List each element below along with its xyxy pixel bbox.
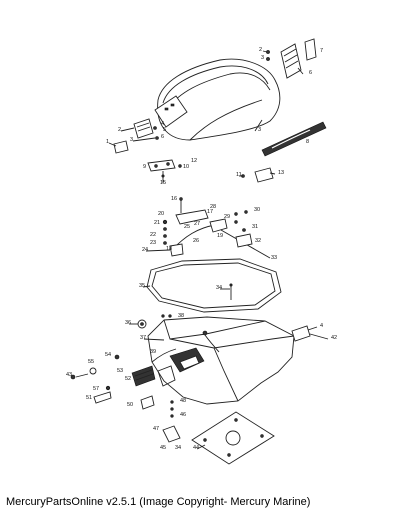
callout-6a: 6 xyxy=(161,134,164,140)
leader-lines xyxy=(108,50,318,450)
callout-48: 48 xyxy=(180,398,186,404)
callout-29: 29 xyxy=(224,214,230,220)
callout-6b: 6 xyxy=(309,70,312,76)
callout-32: 32 xyxy=(255,238,261,244)
callout-2b: 2 xyxy=(259,47,262,53)
callout-3a: 3 xyxy=(130,137,133,143)
callout-38: 38 xyxy=(178,313,184,319)
rear-vent-plate xyxy=(266,38,317,79)
callout-30: 30 xyxy=(254,207,260,213)
callout-2a: 2 xyxy=(118,127,121,133)
parts-diagram: 1234562376389101215111316281730202921273… xyxy=(66,38,337,465)
callout-4a: 4 xyxy=(161,121,164,127)
top-cowl xyxy=(154,58,281,141)
callout-23: 23 xyxy=(150,240,156,246)
callout-34b: 34 xyxy=(175,445,181,451)
front-vent-plate xyxy=(113,118,159,154)
callout-47: 47 xyxy=(153,426,159,432)
callout-55: 55 xyxy=(88,359,94,365)
callout-34: 34 xyxy=(216,285,222,291)
callout-52: 52 xyxy=(125,376,131,382)
callout-15: 15 xyxy=(160,180,166,186)
callout-16: 16 xyxy=(171,196,177,202)
callout-53: 53 xyxy=(117,368,123,374)
callout-20: 20 xyxy=(158,211,164,217)
latch-right xyxy=(241,167,274,183)
callout-9: 9 xyxy=(143,164,146,170)
callout-4b: 4 xyxy=(320,323,323,329)
callout-3b: 3 xyxy=(261,55,264,61)
callout-45: 45 xyxy=(160,445,166,451)
callout-12: 12 xyxy=(191,158,197,164)
bottom-cowl xyxy=(147,316,295,405)
callout-10: 10 xyxy=(183,164,189,170)
callout-7: 7 xyxy=(320,48,323,54)
callout-46: 46 xyxy=(180,412,186,418)
callout-1: 1 xyxy=(106,139,109,145)
callout-5a: 5 xyxy=(163,127,166,133)
callout-22: 22 xyxy=(150,232,156,238)
callout-36: 36 xyxy=(125,320,131,326)
lower-plate xyxy=(191,411,275,465)
callout-3c: 3 xyxy=(258,127,261,133)
callout-50: 50 xyxy=(127,402,133,408)
callout-19: 19 xyxy=(217,233,223,239)
cowl-latch xyxy=(147,159,182,183)
shift-linkage xyxy=(162,197,271,259)
callout-24: 24 xyxy=(142,247,148,253)
callout-17: 17 xyxy=(207,209,213,215)
callout-35: 35 xyxy=(139,283,145,289)
callout-44: 44 xyxy=(193,445,199,451)
callout-42: 42 xyxy=(331,335,337,341)
callout-39: 39 xyxy=(150,349,156,355)
callout-51: 51 xyxy=(86,395,92,401)
callout-8: 8 xyxy=(306,139,309,145)
cowl-decal xyxy=(261,121,327,157)
callout-31: 31 xyxy=(252,224,258,230)
callout-27: 27 xyxy=(194,221,200,227)
callout-18: 18 xyxy=(166,246,172,252)
callout-54: 54 xyxy=(105,352,111,358)
callout-43: 43 xyxy=(66,372,72,378)
callout-21: 21 xyxy=(154,220,160,226)
callout-11: 11 xyxy=(236,172,242,178)
callout-37: 37 xyxy=(140,335,146,341)
lower-hardware xyxy=(70,314,329,443)
callout-33: 33 xyxy=(271,255,277,261)
callout-13: 13 xyxy=(278,170,284,176)
image-caption: MercuryPartsOnline v2.5.1 (Image Copyrig… xyxy=(6,496,311,508)
callout-28: 28 xyxy=(210,204,216,210)
callout-57: 57 xyxy=(93,386,99,392)
cowl-seal-gasket xyxy=(146,258,282,313)
callout-25: 25 xyxy=(184,224,190,230)
callout-26: 26 xyxy=(193,238,199,244)
